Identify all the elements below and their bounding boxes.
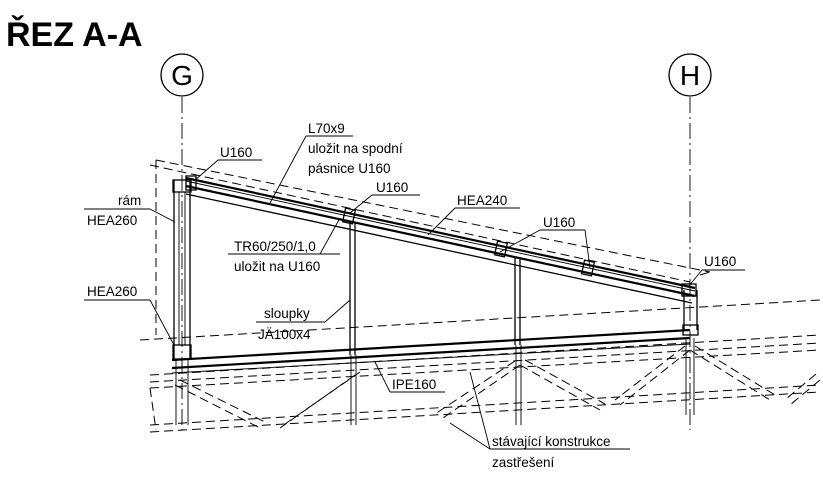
- annotations: U160 L70x9 uložit na spodní pásnice U160…: [87, 121, 736, 470]
- leader-lines: [84, 135, 745, 450]
- label-ram: rám: [118, 193, 141, 208]
- right-end-post: [682, 290, 699, 415]
- base-beam-ipe160: [171, 328, 691, 374]
- label-sloupky: sloupky: [264, 306, 310, 321]
- axis-g-label: G: [171, 60, 193, 91]
- label-hea260-top: HEA260: [87, 213, 137, 228]
- label-existing: stávající konstrukce: [492, 434, 611, 449]
- label-hea240: HEA240: [457, 193, 507, 208]
- axis-h-label: H: [680, 60, 700, 91]
- label-l70x9-line2: uložit na spodní: [308, 141, 403, 156]
- grid-axis-h: H: [668, 53, 712, 430]
- label-existing-line2: zastřešení: [492, 455, 555, 470]
- label-u160-right-end: U160: [704, 254, 736, 269]
- label-l70x9-line3: pásnice U160: [308, 161, 391, 176]
- grid-axis-g: G: [160, 53, 204, 430]
- axis-g-bubble: [160, 53, 204, 97]
- label-tr60-line2: uložit na U160: [234, 259, 320, 274]
- label-sloupky-line2: JÄ100x4: [258, 327, 311, 342]
- label-u160-left-top: U160: [220, 145, 252, 160]
- label-u160-mid: U160: [376, 180, 408, 195]
- axis-h-bubble: [668, 53, 712, 97]
- label-u160-right-mid: U160: [543, 215, 575, 230]
- left-column-hea260: [172, 179, 192, 425]
- dashed-envelope: [149, 159, 711, 335]
- label-hea260-bottom: HEA260: [87, 284, 137, 299]
- existing-structure: [139, 299, 821, 433]
- roof-beam-hea240: [185, 176, 696, 304]
- label-tr60: TR60/250/1,0: [234, 239, 316, 254]
- label-l70x9: L70x9: [308, 121, 345, 136]
- label-ipe160: IPE160: [392, 377, 436, 392]
- section-title: ŘEZ A-A: [6, 16, 143, 54]
